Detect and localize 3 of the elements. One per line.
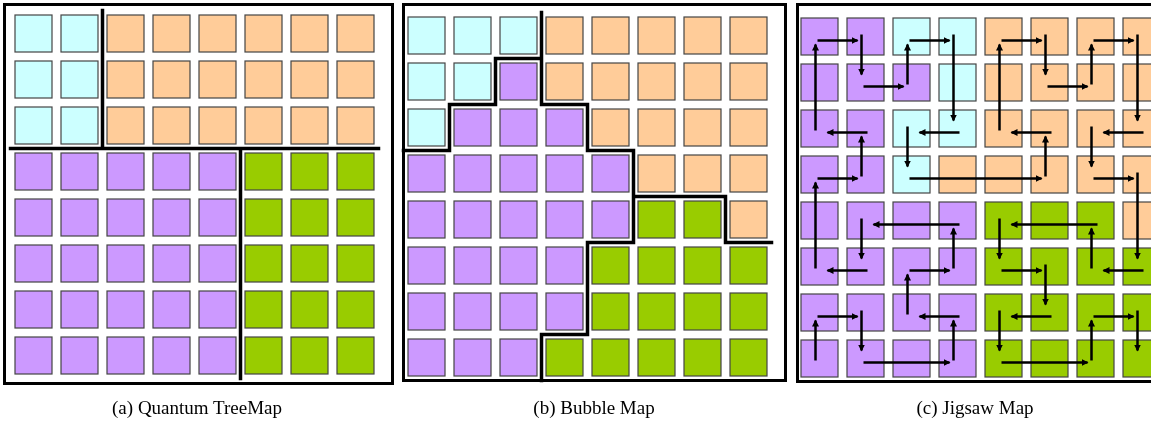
panel-caption: (c) Jigsaw Map (916, 397, 1034, 419)
panel-caption: (a) Quantum TreeMap (112, 397, 282, 419)
panel-caption: (b) Bubble Map (533, 397, 655, 419)
